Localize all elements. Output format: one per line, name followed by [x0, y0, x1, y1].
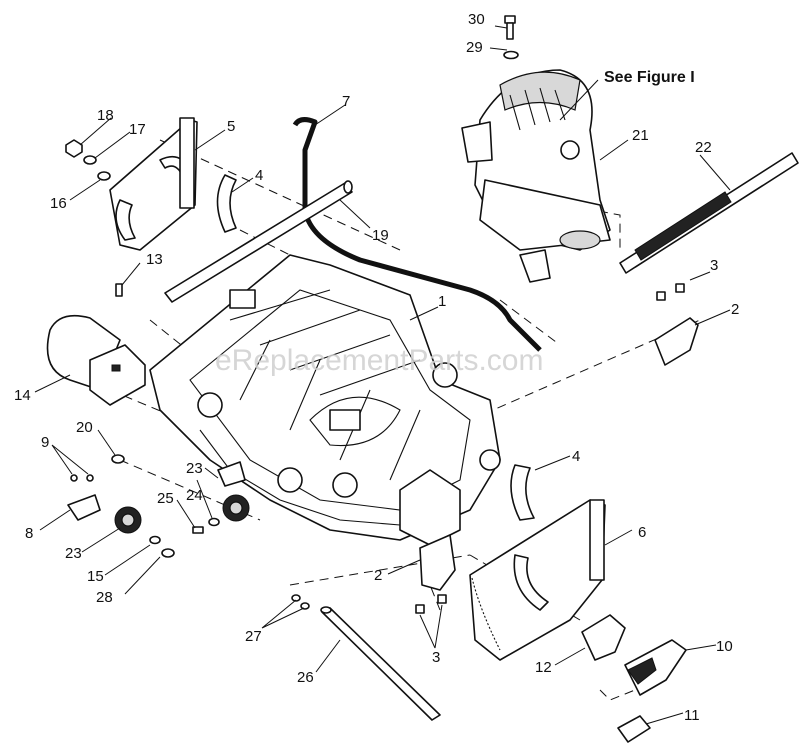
clamp-block-12 [581, 614, 626, 661]
callout-30: 30 [468, 11, 485, 28]
spring-clip-23 [217, 461, 246, 487]
callout-13: 13 [146, 251, 163, 268]
callout-27: 27 [245, 628, 262, 645]
bracket-2-right [654, 317, 699, 366]
screw-13 [115, 283, 123, 297]
arc-piece-4-upper [216, 174, 237, 233]
callout-5: 5 [227, 118, 235, 135]
washer-24 [208, 517, 220, 527]
callout-17: 17 [129, 121, 146, 138]
motor-housing [461, 69, 611, 283]
shaft-19 [164, 180, 353, 303]
washer-16 [97, 171, 111, 181]
callout-4-lower: 4 [572, 448, 580, 465]
shaft-26 [320, 606, 441, 721]
callout-21: 21 [632, 127, 649, 144]
threaded-rod-22 [619, 152, 799, 274]
gear-23-right [222, 494, 250, 522]
callout-6: 6 [638, 524, 646, 541]
callout-15: 15 [87, 568, 104, 585]
cylinder-14 [46, 314, 146, 406]
blade-guard-6 [469, 499, 606, 661]
callout-28: 28 [96, 589, 113, 606]
callout-23-right: 23 [186, 460, 203, 477]
bent-rod [292, 117, 542, 352]
pin-11 [617, 715, 651, 743]
leader-lines [34, 25, 731, 725]
screws-3-bottom [415, 594, 447, 614]
washer-28 [161, 548, 175, 558]
callout-1: 1 [438, 293, 446, 310]
callout-7: 7 [342, 93, 350, 110]
callout-19: 19 [372, 227, 389, 244]
callout-24: 24 [186, 487, 203, 504]
fastener-20 [111, 454, 125, 464]
screws-3-top [656, 283, 685, 301]
nut-18 [65, 139, 83, 158]
callout-14: 14 [14, 387, 31, 404]
callout-25: 25 [157, 490, 174, 507]
callout-10: 10 [716, 638, 733, 655]
gear-23-left [114, 506, 142, 534]
lever-10 [624, 639, 687, 696]
bracket-2-lower [419, 534, 456, 591]
figure-reference: See Figure I [604, 69, 695, 86]
callout-16: 16 [50, 195, 67, 212]
bracket-5 [109, 117, 198, 251]
callout-11: 11 [684, 707, 700, 724]
washer-15 [149, 535, 161, 545]
watermark: eReplacementParts.com [215, 344, 543, 377]
callout-18: 18 [97, 107, 114, 124]
callout-4-upper: 4 [255, 167, 263, 184]
washers-27 [291, 594, 310, 610]
callout-2-right: 2 [731, 301, 739, 318]
screw-25 [192, 526, 204, 534]
callout-2-lower: 2 [374, 567, 382, 584]
callout-labels: See Figure I 30 29 21 22 7 5 4 18 17 16 … [14, 11, 739, 724]
washer-17 [83, 155, 97, 165]
washer-29 [503, 50, 519, 60]
arc-piece-4-lower [510, 464, 535, 521]
top-screw-30 [504, 15, 516, 40]
callout-8: 8 [25, 525, 33, 542]
callout-22: 22 [695, 139, 712, 156]
callout-20: 20 [76, 419, 93, 436]
bracket-8 [67, 474, 101, 521]
callout-26: 26 [297, 669, 314, 686]
callout-23-left: 23 [65, 545, 82, 562]
callout-9: 9 [41, 434, 49, 451]
callout-3-top: 3 [710, 257, 718, 274]
callout-3-bottom: 3 [432, 649, 440, 666]
callout-12: 12 [535, 659, 552, 676]
callout-29: 29 [466, 39, 483, 56]
